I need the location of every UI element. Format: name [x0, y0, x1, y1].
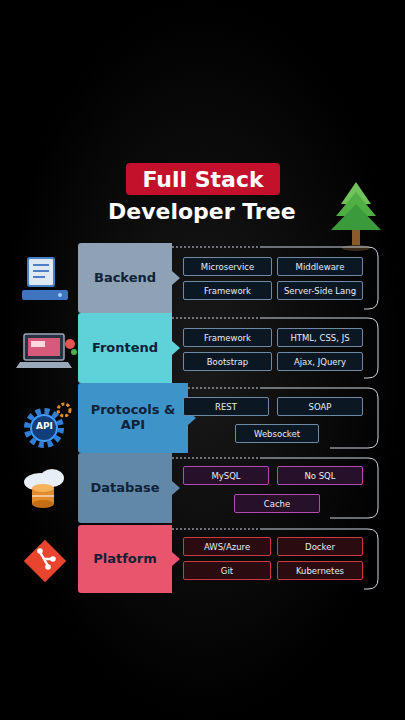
category-band: Platform	[78, 525, 172, 593]
skill-box: Ajax, JQuery	[277, 352, 363, 371]
skill-box: No SQL	[277, 466, 363, 485]
node-text: Kubernetes	[296, 566, 344, 576]
skill-box: Git	[183, 561, 271, 580]
skill-box: Websocket	[235, 424, 319, 443]
laptop-icon	[16, 334, 77, 368]
title-box: Full Stack	[126, 163, 280, 195]
node-text: AWS/Azure	[204, 542, 250, 552]
node-text: Bootstrap	[207, 357, 248, 367]
node-text: Framework	[204, 286, 251, 296]
band-pointer	[172, 341, 180, 355]
category-band: Database	[78, 453, 172, 523]
git-icon	[24, 540, 66, 582]
skill-box: Microservice	[183, 257, 272, 276]
category-band: Protocols & API	[78, 383, 188, 453]
skill-box: Framework	[183, 281, 272, 300]
node-text: Cache	[264, 499, 290, 509]
skill-box: MySQL	[183, 466, 269, 485]
node-text: No SQL	[304, 471, 335, 481]
node-text: Git	[221, 566, 233, 576]
skill-box: SOAP	[277, 397, 363, 416]
skill-box: Server-Side Lang	[277, 281, 363, 300]
group-brackets	[172, 247, 378, 589]
node-text: Full Stack	[142, 167, 263, 192]
skill-box: Framework	[183, 328, 272, 347]
skill-box: Kubernetes	[277, 561, 363, 580]
skill-box: Cache	[234, 494, 320, 513]
skill-box: Middleware	[277, 257, 363, 276]
node-text: Framework	[204, 333, 251, 343]
tree-icon	[331, 182, 381, 251]
node-text: Frontend	[92, 341, 158, 356]
skill-box: AWS/Azure	[183, 537, 271, 556]
skill-box: Bootstrap	[183, 352, 272, 371]
gear-icon	[27, 404, 70, 445]
node-text: Database	[90, 481, 159, 496]
node-text: Protocols & API	[78, 403, 188, 433]
skill-box: Docker	[277, 537, 363, 556]
database-icon	[24, 469, 64, 508]
node-text: REST	[215, 402, 237, 412]
icon-label: API	[36, 421, 53, 431]
node-text: Middleware	[296, 262, 345, 272]
server-icon	[22, 258, 68, 300]
node-text: MySQL	[211, 471, 240, 481]
node-text: Docker	[305, 542, 335, 552]
node-text: SOAP	[309, 402, 332, 412]
band-pointer	[172, 271, 180, 285]
skill-box: REST	[183, 397, 269, 416]
node-text: Ajax, JQuery	[294, 357, 346, 367]
node-text: Microservice	[201, 262, 254, 272]
node-text: Websocket	[254, 429, 300, 439]
band-pointer	[172, 552, 180, 566]
node-text: HTML, CSS, JS	[290, 333, 349, 343]
node-text: Platform	[93, 552, 157, 567]
band-pointer	[172, 481, 180, 495]
subtitle: Developer Tree	[108, 199, 296, 224]
node-text: Server-Side Lang	[284, 286, 356, 296]
node-text: Backend	[94, 271, 156, 286]
category-band: Frontend	[78, 313, 172, 383]
skill-box: HTML, CSS, JS	[277, 328, 363, 347]
category-band: Backend	[78, 243, 172, 313]
